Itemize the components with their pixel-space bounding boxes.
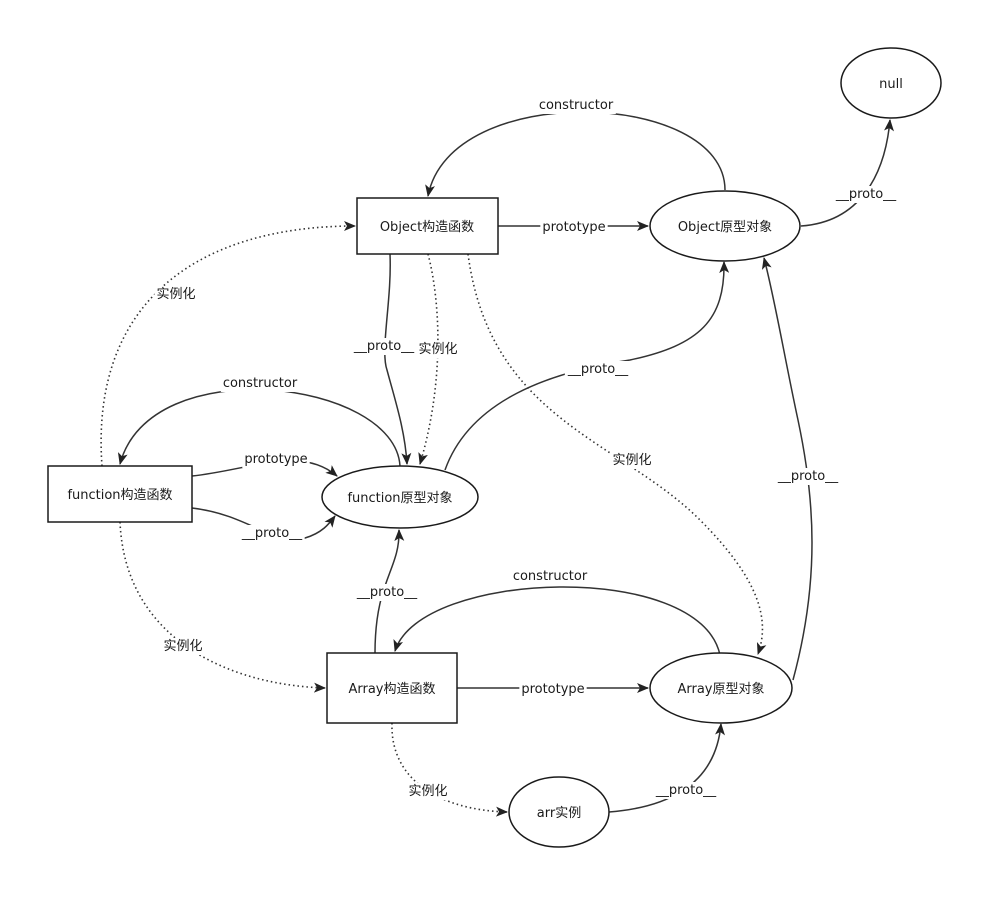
edge-label-fnctor-proto-fnproto: __proto__ (238, 525, 305, 542)
svg-text:实例化: 实例化 (418, 342, 457, 357)
edge-objctor-proto-fnproto (384, 253, 412, 465)
edge-label-objproto-proto-null: __proto__ (832, 186, 899, 203)
svg-text:__proto__: __proto__ (356, 585, 418, 600)
edge-label-objctor-instantiate-fnproto: 实例化 (416, 341, 460, 358)
svg-text:__proto__: __proto__ (835, 187, 897, 202)
edge-objctor-instantiate-fnproto (418, 253, 439, 465)
svg-text:constructor: constructor (539, 98, 614, 113)
edge-label-objproto-constructor: constructor (536, 97, 616, 114)
edge-label-objctor-proto-fnproto: __proto__ (350, 338, 417, 355)
svg-text:__proto__: __proto__ (567, 362, 629, 377)
edge-label-objctor-instantiate-arrproto: 实例化 (610, 452, 654, 469)
edge-label-arrproto-proto-objproto: __proto__ (774, 468, 841, 485)
svg-text:Array构造函数: Array构造函数 (348, 682, 435, 697)
edge-arrctor-instantiate-arr (391, 722, 508, 817)
svg-text:实例化: 实例化 (163, 639, 202, 654)
svg-text:arr实例: arr实例 (537, 806, 581, 821)
node-function-constructor: function构造函数 (47, 465, 193, 523)
node-null: null (840, 47, 942, 119)
svg-text:constructor: constructor (513, 569, 588, 584)
svg-text:实例化: 实例化 (408, 784, 447, 799)
svg-text:实例化: 实例化 (156, 287, 195, 302)
node-object-prototype: Object原型对象 (649, 190, 801, 262)
svg-text:prototype: prototype (244, 452, 307, 467)
node-array-constructor: Array构造函数 (326, 652, 458, 724)
svg-text:function构造函数: function构造函数 (67, 488, 172, 503)
svg-text:constructor: constructor (223, 376, 298, 391)
edge-objproto-proto-null (800, 119, 894, 227)
edge-label-fnproto-proto-objproto: __proto__ (564, 361, 631, 378)
svg-text:function原型对象: function原型对象 (347, 491, 452, 506)
edge-arrproto-constructor (393, 586, 721, 656)
svg-text:__proto__: __proto__ (353, 339, 415, 354)
edge-objctor-instantiate-arrproto (467, 253, 767, 655)
edge-label-arrctor-proto-fnproto: __proto__ (353, 584, 420, 601)
edge-label-fnproto-constructor: constructor (220, 375, 300, 392)
edge-label-fnctor-instantiate-objctor: 实例化 (154, 286, 198, 303)
edge-arrctor-proto-fnproto (374, 529, 405, 654)
svg-text:实例化: 实例化 (612, 453, 651, 468)
svg-text:null: null (879, 77, 903, 92)
node-object-constructor: Object构造函数 (356, 197, 499, 255)
svg-text:__proto__: __proto__ (241, 526, 303, 541)
svg-text:Object原型对象: Object原型对象 (678, 220, 772, 235)
edge-arrproto-proto-objproto (761, 257, 813, 681)
node-array-prototype: Array原型对象 (649, 652, 793, 724)
edge-labels: constructor prototype __proto__ 实例化 __pr… (154, 97, 899, 800)
svg-text:Array原型对象: Array原型对象 (677, 682, 764, 697)
edge-label-fnctor-instantiate-arrctor: 实例化 (161, 638, 205, 655)
svg-text:Object构造函数: Object构造函数 (380, 220, 474, 235)
edge-objproto-constructor (425, 111, 726, 197)
svg-text:__proto__: __proto__ (777, 469, 839, 484)
edge-fnctor-instantiate-arrctor (119, 521, 326, 693)
nodes: null Object构造函数 Object原型对象 function构造函数 … (47, 47, 942, 848)
svg-text:prototype: prototype (542, 220, 605, 235)
svg-text:prototype: prototype (521, 682, 584, 697)
svg-text:__proto__: __proto__ (655, 783, 717, 798)
edge-label-arrctor-instantiate-arr: 实例化 (406, 783, 450, 800)
edge-label-arr-proto-arrproto: __proto__ (652, 782, 719, 799)
edge-label-fnctor-prototype: prototype (242, 451, 310, 468)
edge-label-objctor-prototype: prototype (540, 219, 608, 236)
node-function-prototype: function原型对象 (321, 465, 479, 529)
node-arr-instance: arr实例 (508, 776, 610, 848)
edge-label-arrproto-constructor: constructor (510, 568, 590, 585)
edge-label-arrctor-prototype: prototype (519, 681, 587, 698)
